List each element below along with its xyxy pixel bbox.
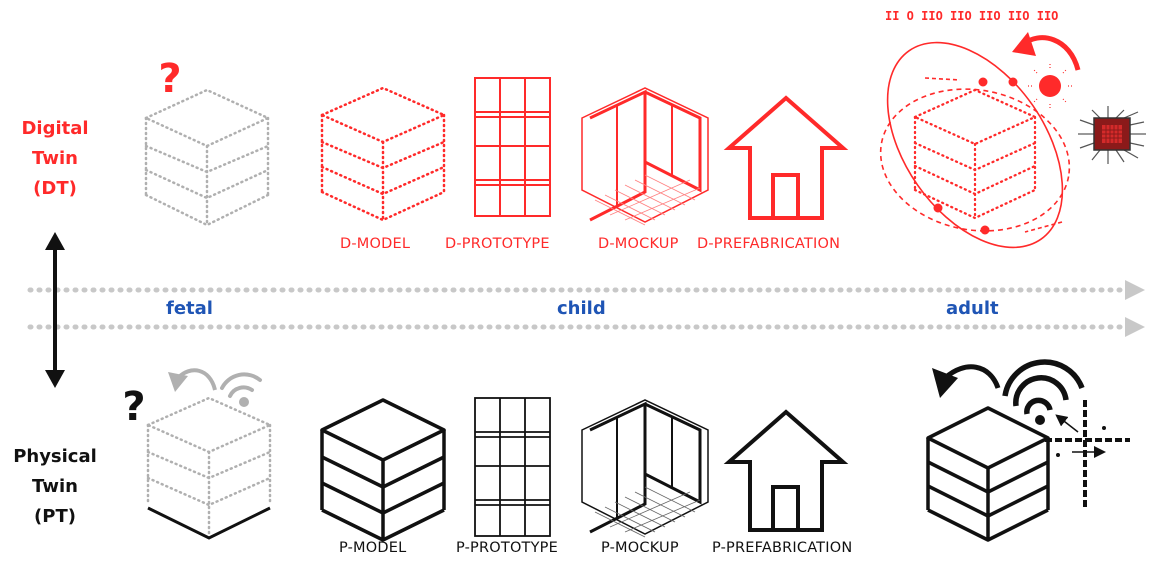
p-model-cube-icon xyxy=(320,398,446,542)
ghost-wifi-icon xyxy=(220,372,262,407)
physical-twin-line-2: Twin xyxy=(32,476,78,497)
curved-arrow-icon xyxy=(1012,32,1081,71)
d-model-cube-icon xyxy=(318,86,448,222)
digital-twin-line-1: Digital xyxy=(21,118,89,139)
digital-twin-line-2: Twin xyxy=(32,148,78,169)
ghost-physical-cube-icon xyxy=(144,396,274,537)
physical-twin-line-3: (PT) xyxy=(34,506,76,527)
d-prototype-label: D-PROTOTYPE xyxy=(445,236,550,252)
stage-label-child: child xyxy=(557,298,606,319)
d-model-label: D-MODEL xyxy=(340,236,411,252)
p-prototype-label: P-PROTOTYPE xyxy=(456,540,558,556)
double-arrow-icon xyxy=(45,232,65,388)
timeline-arrow-bottom xyxy=(27,317,1145,337)
digital-twin-line-3: (DT) xyxy=(33,178,77,199)
ghost-curved-arrow-icon xyxy=(168,368,217,392)
p-prefabrication-label: P-PREFABRICATION xyxy=(712,540,853,556)
adult-digital-cube-icon xyxy=(912,88,1038,220)
p-mockup-label: P-MOCKUP xyxy=(601,540,679,556)
orbit-icon xyxy=(879,41,1071,249)
d-prefabrication-label: D-PREFABRICATION xyxy=(697,236,841,252)
digital-twin-label: Digital Twin (DT) xyxy=(0,114,110,204)
p-mockup-room-icon xyxy=(581,399,709,538)
p-prototype-grid-icon xyxy=(474,397,551,537)
d-mockup-room-icon xyxy=(581,87,709,226)
p-house-icon xyxy=(723,409,849,532)
sun-icon xyxy=(1026,62,1074,110)
physical-twin-label: Physical Twin (PT) xyxy=(0,442,110,532)
binary-text: II O IIO IIO IIO IIO IIO xyxy=(885,9,1058,23)
d-house-icon xyxy=(723,95,849,220)
timeline-arrow-top xyxy=(27,280,1145,300)
wifi-icon xyxy=(1002,359,1085,425)
p-model-label: P-MODEL xyxy=(339,540,407,556)
adult-physical-cube-icon xyxy=(926,406,1050,542)
question-icon: ? xyxy=(122,384,145,430)
ghost-cube-icon xyxy=(143,88,271,227)
stage-label-adult: adult xyxy=(946,298,999,319)
chip-icon xyxy=(1078,106,1146,164)
d-prototype-grid-icon xyxy=(474,77,551,217)
question-icon: ? xyxy=(158,56,181,102)
physical-twin-line-1: Physical xyxy=(13,446,97,467)
curved-arrow-icon xyxy=(932,364,1001,398)
stage-label-fetal: fetal xyxy=(166,298,213,319)
crosshair-icon xyxy=(1045,400,1130,510)
d-mockup-label: D-MOCKUP xyxy=(598,236,679,252)
ghost-cube-base-icon xyxy=(147,506,271,540)
